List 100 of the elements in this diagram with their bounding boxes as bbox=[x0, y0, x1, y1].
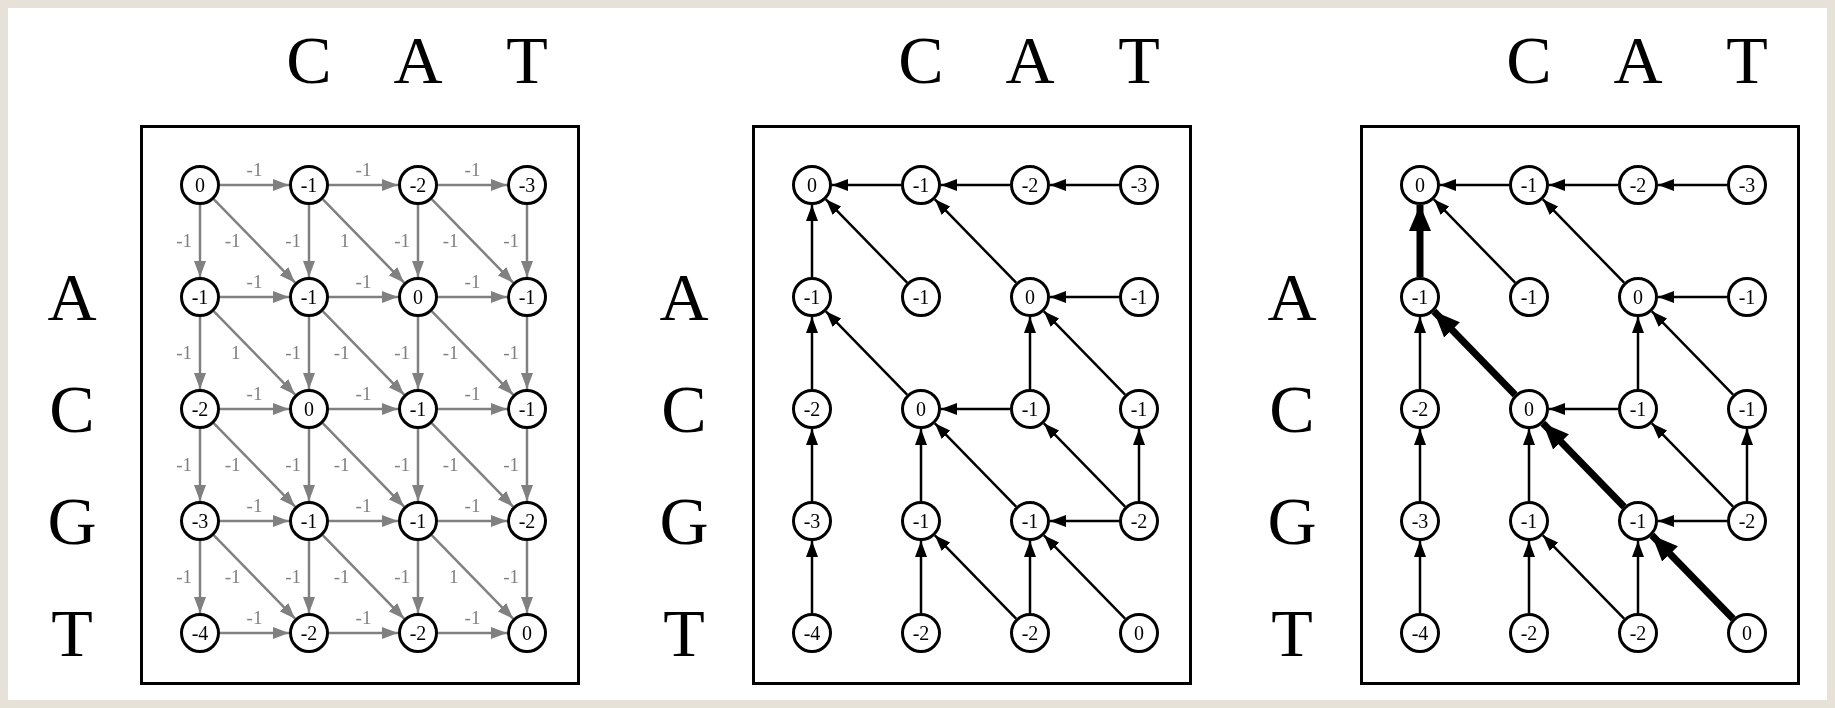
arrow bbox=[1024, 317, 1036, 389]
score-value: -1 bbox=[300, 511, 318, 531]
edge-label: -1 bbox=[285, 454, 301, 475]
grid-panel bbox=[752, 125, 1192, 685]
arrow bbox=[1409, 205, 1431, 277]
arrow bbox=[1651, 422, 1734, 508]
arrow bbox=[521, 541, 533, 613]
edge-label: -1 bbox=[355, 495, 372, 516]
score-value: 0 bbox=[1025, 287, 1035, 307]
arrow bbox=[1050, 179, 1119, 191]
arrow bbox=[521, 205, 533, 277]
score-value: -3 bbox=[1130, 175, 1148, 195]
row-letter: T bbox=[51, 599, 93, 667]
score-value: -2 bbox=[1411, 399, 1429, 419]
arrow bbox=[1440, 179, 1509, 191]
score-value: -4 bbox=[191, 623, 209, 643]
row-letter: C bbox=[1269, 375, 1315, 443]
arrow bbox=[322, 198, 405, 284]
score-value: -1 bbox=[409, 399, 427, 419]
score-value: -1 bbox=[1629, 511, 1647, 531]
arrow bbox=[1414, 429, 1426, 501]
column-letter: A bbox=[393, 26, 443, 94]
edge-label: -1 bbox=[355, 383, 372, 404]
arrow bbox=[220, 515, 289, 527]
arrow bbox=[1414, 317, 1426, 389]
arrow bbox=[438, 291, 507, 303]
arrow bbox=[438, 179, 507, 191]
score-value: -2 bbox=[409, 175, 427, 195]
score-value: -2 bbox=[518, 511, 536, 531]
score-value: 0 bbox=[1742, 623, 1752, 643]
arrow bbox=[1133, 429, 1145, 501]
row-letter: C bbox=[49, 375, 95, 443]
arrow bbox=[329, 627, 398, 639]
arrow bbox=[806, 205, 818, 277]
score-value: -1 bbox=[1738, 287, 1756, 307]
score-value: -4 bbox=[1411, 623, 1429, 643]
score-value: -1 bbox=[1520, 511, 1538, 531]
arrow bbox=[1658, 179, 1727, 191]
edge-label: 1 bbox=[340, 230, 350, 251]
score-value: -2 bbox=[1021, 623, 1039, 643]
score-value: -2 bbox=[912, 623, 930, 643]
row-letter: T bbox=[1271, 599, 1313, 667]
arrow bbox=[322, 422, 405, 508]
edge-label: 1 bbox=[449, 566, 459, 587]
arrow bbox=[220, 291, 289, 303]
score-value: -1 bbox=[1130, 287, 1148, 307]
score-value: -1 bbox=[1021, 399, 1039, 419]
arrow bbox=[322, 310, 405, 396]
score-value: -3 bbox=[803, 511, 821, 531]
edge-label: -1 bbox=[333, 454, 350, 475]
arrow bbox=[806, 429, 818, 501]
arrow bbox=[412, 317, 424, 389]
arrow bbox=[303, 205, 315, 277]
column-letter: C bbox=[1506, 26, 1552, 94]
row-letter: A bbox=[1267, 263, 1317, 331]
row-letter: G bbox=[47, 487, 97, 555]
arrow bbox=[941, 403, 1010, 415]
arrow bbox=[213, 198, 296, 284]
edge-label: -1 bbox=[503, 342, 519, 363]
edge-label: -1 bbox=[464, 383, 481, 404]
arrow bbox=[220, 403, 289, 415]
edge-label: -1 bbox=[464, 271, 481, 292]
edge-label: -1 bbox=[224, 454, 241, 475]
arrow bbox=[329, 291, 398, 303]
arrow bbox=[934, 534, 1017, 620]
score-value: 0 bbox=[413, 287, 423, 307]
arrow bbox=[1741, 429, 1753, 501]
score-value: -1 bbox=[912, 175, 930, 195]
edge-label: -1 bbox=[246, 271, 263, 292]
score-value: -2 bbox=[1629, 623, 1647, 643]
edge-label: -1 bbox=[224, 230, 241, 251]
arrow bbox=[521, 429, 533, 501]
edge-label: -1 bbox=[246, 159, 263, 180]
score-value: -1 bbox=[1520, 287, 1538, 307]
edge-label: -1 bbox=[176, 342, 192, 363]
arrow bbox=[806, 541, 818, 613]
arrow bbox=[915, 429, 927, 501]
arrow bbox=[1433, 198, 1516, 284]
score-value: -3 bbox=[1738, 175, 1756, 195]
arrow bbox=[194, 205, 206, 277]
score-value: -2 bbox=[1130, 511, 1148, 531]
arrow bbox=[521, 317, 533, 389]
arrow bbox=[431, 198, 514, 284]
edge-label: -1 bbox=[464, 607, 481, 628]
arrow bbox=[1050, 515, 1119, 527]
score-value: 0 bbox=[522, 623, 532, 643]
row-letter: T bbox=[663, 599, 705, 667]
score-value: -2 bbox=[803, 399, 821, 419]
arrow bbox=[1649, 532, 1736, 622]
arrow bbox=[1651, 310, 1734, 396]
score-value: -1 bbox=[1021, 511, 1039, 531]
arrow bbox=[1431, 308, 1518, 398]
arrow bbox=[934, 422, 1017, 508]
arrow bbox=[1024, 541, 1036, 613]
row-letter: C bbox=[661, 375, 707, 443]
arrow bbox=[1540, 420, 1627, 510]
score-value: -2 bbox=[409, 623, 427, 643]
edge-label: -1 bbox=[442, 454, 459, 475]
score-value: -3 bbox=[191, 511, 209, 531]
score-value: 0 bbox=[916, 399, 926, 419]
